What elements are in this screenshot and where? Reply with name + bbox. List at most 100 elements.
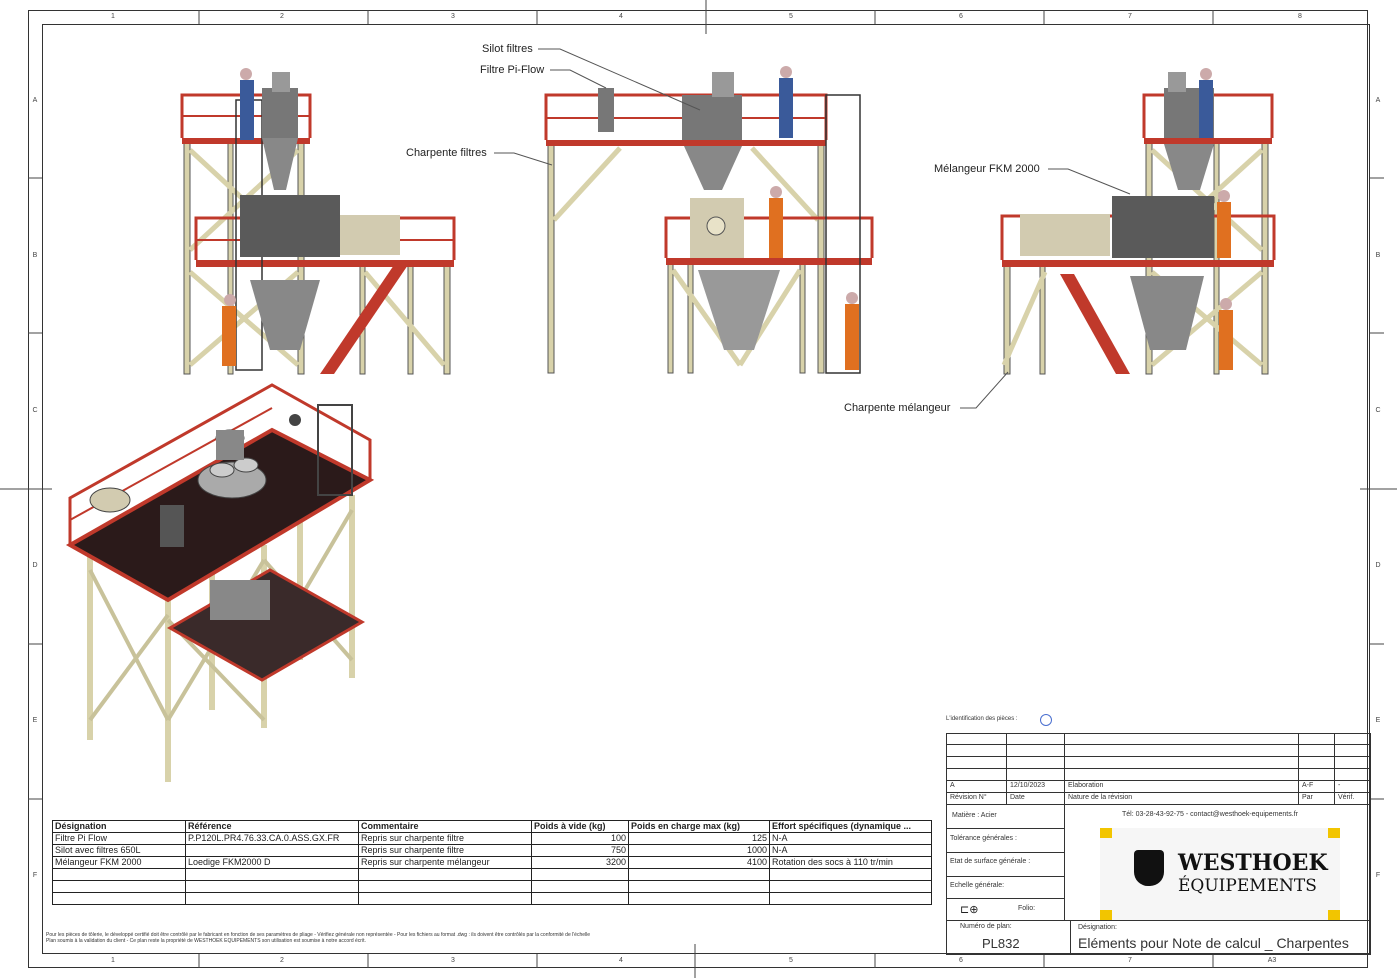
tb-divider (946, 898, 1064, 899)
designation-label: Désignation: (1078, 924, 1117, 931)
bom-cell (358, 892, 532, 905)
side-view-left (180, 68, 456, 375)
bom-cell: 1000 (628, 844, 770, 857)
bom-cell: Filtre Pi Flow (52, 832, 186, 845)
zone-col-4: 4 (619, 13, 623, 20)
bom-cell: Mélangeur FKM 2000 (52, 856, 186, 869)
bom-cell (628, 892, 770, 905)
bom-cell: Repris sur charpente filtre (358, 832, 532, 845)
logo-corner (1328, 828, 1340, 838)
bom-cell: Repris sur charpente mélangeur (358, 856, 532, 869)
zone-col-7-bottom: 7 (1128, 957, 1132, 964)
rev-by: A-F (1302, 782, 1314, 789)
callout-charpente-filtres: Charpente filtres (406, 147, 487, 159)
tolerance: Tolérance générales : (950, 835, 1017, 842)
tb-divider (946, 768, 1371, 769)
identification-label: L'identification des pièces : (946, 716, 1018, 722)
tb-divider (946, 780, 1371, 781)
zone-row-e: E (32, 717, 38, 724)
table-row: Filtre Pi Flow P.P120L.PR4.76.33.CA.0.AS… (52, 832, 932, 845)
bom-header-reference: Référence (185, 820, 359, 833)
table-row (52, 868, 932, 881)
rev-header-nature: Nature de la révision (1068, 794, 1133, 801)
zone-row-e-right: E (1375, 717, 1381, 724)
zone-row-a: A (32, 97, 38, 104)
title-block (946, 733, 1371, 955)
tb-divider (946, 920, 1371, 921)
bom-cell (769, 892, 932, 905)
zone-row-c-right: C (1375, 407, 1381, 414)
plan-num: PL832 (982, 936, 1020, 951)
zone-row-b-right: B (1375, 252, 1381, 259)
zone-col-2-bottom: 2 (280, 957, 284, 964)
bom-cell (185, 844, 359, 857)
bom-cell (185, 868, 359, 881)
logo-line-2: ÉQUIPEMENTS (1178, 876, 1317, 896)
bom-cell: 750 (531, 844, 629, 857)
bom-cell (769, 868, 932, 881)
table-row (52, 892, 932, 905)
zone-row-b: B (32, 252, 38, 259)
identification-icon (1040, 714, 1052, 726)
zone-col-6: 6 (959, 13, 963, 20)
rev-header-by: Par (1302, 794, 1313, 801)
zone-col-3-bottom: 3 (451, 957, 455, 964)
projection-symbol-icon: ⊏⊕ (960, 904, 979, 916)
zone-row-c: C (32, 407, 38, 414)
bom-header-poids-charge: Poids en charge max (kg) (628, 820, 770, 833)
bom-cell: N-A (769, 832, 932, 845)
rev-date: 12/10/2023 (1010, 782, 1046, 789)
zone-row-a-right: A (1375, 97, 1381, 104)
bom-cell (358, 880, 532, 893)
bom-cell (531, 892, 629, 905)
table-row: Mélangeur FKM 2000 Loedige FKM2000 D Rep… (52, 856, 932, 869)
bom-cell (52, 892, 186, 905)
folio: Folio: (1018, 905, 1036, 912)
table-row (52, 880, 932, 893)
front-view-center (544, 66, 874, 374)
zone-col-8: 8 (1298, 13, 1302, 20)
zone-col-3: 3 (451, 13, 455, 20)
zone-col-6-bottom: 6 (959, 957, 963, 964)
bom-cell (52, 868, 186, 881)
logo-corner (1100, 910, 1112, 920)
rev-nature: Elaboration (1068, 782, 1104, 789)
callout-filtre-piflow: Filtre Pi-Flow (480, 64, 545, 76)
logo-corner (1328, 910, 1340, 920)
bom-table: Désignation Référence Commentaire Poids … (52, 820, 932, 905)
tb-divider (1064, 733, 1065, 804)
note-line-1: Pour les pièces de tôlerie, le développé… (46, 932, 591, 938)
tb-divider (946, 744, 1371, 745)
bom-cell (531, 880, 629, 893)
zone-col-1-bottom: 1 (111, 957, 115, 964)
bom-cell: 4100 (628, 856, 770, 869)
tb-divider (946, 852, 1064, 853)
bom-cell (531, 868, 629, 881)
tb-divider (1064, 804, 1065, 920)
bom-cell: Loedige FKM2000 D (185, 856, 359, 869)
designation: Eléments pour Note de calcul _ Charpente… (1078, 935, 1349, 951)
rev-header-check: Vérif. (1338, 794, 1355, 801)
zone-row-f: F (32, 872, 38, 879)
tb-divider (946, 876, 1064, 877)
bom-cell (52, 880, 186, 893)
rev-check: - (1338, 782, 1341, 789)
zone-row-d-right: D (1375, 562, 1381, 569)
shield-icon (1134, 850, 1164, 886)
tb-divider (1334, 733, 1335, 804)
bom-cell: 3200 (531, 856, 629, 869)
bom-cell: P.P120L.PR4.76.33.CA.0.ASS.GX.FR (185, 832, 359, 845)
callout-silot-filtres: Silot filtres (482, 43, 533, 55)
tb-divider (946, 828, 1064, 829)
contact: Tél: 03-28-43-92-75 - contact@westhoek-e… (1122, 811, 1298, 818)
matiere: Matière : Acier (952, 812, 997, 819)
bom-header-designation: Désignation (52, 820, 186, 833)
zone-col-7: 7 (1128, 13, 1132, 20)
bom-cell (628, 880, 770, 893)
zone-col-1: 1 (111, 13, 115, 20)
logo-corner (1100, 828, 1112, 838)
bom-cell (628, 868, 770, 881)
bom-header-row: Désignation Référence Commentaire Poids … (52, 820, 932, 833)
callout-melangeur: Mélangeur FKM 2000 (934, 163, 1040, 175)
